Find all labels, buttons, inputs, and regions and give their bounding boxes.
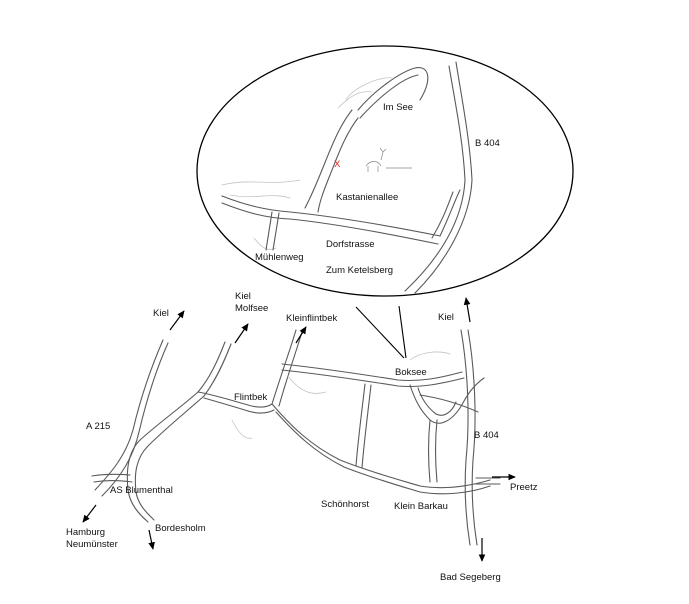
road-flintbek [203, 397, 275, 414]
arrow-bordesholm [148, 529, 155, 550]
road-im-see [359, 74, 419, 119]
road-schoenhorst [271, 403, 491, 489]
terrain [231, 419, 253, 439]
road-dorfstrasse [221, 202, 439, 245]
arrow-kiel-right [463, 297, 471, 323]
road-b404-inset [404, 65, 466, 292]
label-kastanienallee: Kastanienallee [336, 192, 398, 203]
inset-leader-line [398, 305, 407, 359]
road-schoenhorst-ns [355, 383, 366, 467]
road-as-blumenthal [91, 473, 131, 477]
road-im-see [357, 67, 429, 111]
label-bad-segeberg: Bad Segeberg [440, 572, 501, 583]
label-neumuenster: Neumünster [66, 539, 118, 550]
inset-terrain [345, 77, 393, 101]
road-kleinflintbek [278, 331, 303, 407]
main-map: Kiel Kiel Molfsee Kleinflintbek Kiel Bok… [66, 291, 538, 583]
label-kiel-molfsee-line2: Molfsee [235, 303, 268, 314]
road-b404 [467, 329, 478, 546]
road-schoenhorst-ns [361, 384, 372, 469]
label-as-blumenthal: AS Blumenthal [110, 485, 173, 496]
inset-terrain [221, 179, 301, 186]
label-boksee: Boksee [395, 367, 427, 378]
inset-terrain [253, 237, 277, 250]
road-kastanienallee [304, 109, 353, 209]
road-molfsee [134, 343, 232, 521]
inset-detail-map: X Im See B 404 Kastanienallee Dorfstrass… [196, 45, 574, 297]
inset-leader-line [355, 306, 405, 359]
road-dorfstrasse [221, 195, 441, 237]
arrow-kiel-molfsee [234, 323, 249, 344]
label-hamburg: Hamburg [66, 527, 105, 538]
inset-terrain [229, 194, 291, 199]
label-schoenhorst: Schönhorst [321, 499, 369, 510]
road-b404 [460, 329, 471, 546]
road-boksee-east [419, 394, 479, 413]
road-schoenhorst [275, 411, 491, 495]
label-im-see: Im See [383, 102, 413, 113]
road-flintbek-boksee [281, 363, 463, 382]
inset-terrain [337, 91, 373, 109]
label-zum-ketelsberg: Zum Ketelsberg [326, 265, 393, 276]
road-zum-ketelsberg [431, 191, 454, 239]
road-a215 [94, 339, 164, 491]
label-kiel-right: Kiel [438, 312, 454, 323]
label-dorfstrasse: Dorfstrasse [326, 239, 375, 250]
road-flintbek [197, 391, 273, 408]
terrain [287, 375, 327, 394]
destination-marker: X [334, 159, 341, 170]
label-a215: A 215 [86, 421, 110, 432]
terrain [409, 351, 451, 361]
label-kiel-molfsee-line1: Kiel [235, 291, 251, 302]
label-preetz: Preetz [510, 482, 538, 493]
label-b404-inset: B 404 [475, 138, 500, 149]
road-molfsee [126, 341, 226, 523]
arrow-hamburg [82, 504, 97, 523]
road-b404-inset [414, 61, 473, 294]
inset-ellipse [196, 45, 574, 297]
label-kleinflintbek: Kleinflintbek [286, 313, 337, 324]
road-flintbek-boksee [281, 369, 465, 388]
arrow-kleinflintbek [295, 326, 307, 344]
label-muehlenweg: Mühlenweg [255, 252, 304, 263]
road-boksee-south [434, 419, 438, 483]
road-muehlenweg [265, 211, 273, 251]
arrow-kiel-left [169, 310, 185, 331]
road-muehlenweg [272, 212, 280, 251]
animal-sketch-icon [365, 147, 412, 172]
road-boksee-loop [409, 377, 485, 424]
road-as-blumenthal [93, 479, 133, 483]
label-klein-barkau: Klein Barkau [394, 501, 448, 512]
road-kastanienallee [317, 117, 359, 213]
road-boksee-loop [417, 387, 457, 416]
road-kleinflintbek [271, 329, 297, 405]
road-zum-ketelsberg [439, 189, 461, 237]
label-b404: B 404 [474, 430, 499, 441]
road-boksee-south [427, 419, 431, 483]
label-flintbek: Flintbek [234, 392, 268, 403]
label-kiel-left: Kiel [153, 308, 169, 319]
label-bordesholm: Bordesholm [155, 523, 206, 534]
road-a215 [101, 342, 169, 497]
